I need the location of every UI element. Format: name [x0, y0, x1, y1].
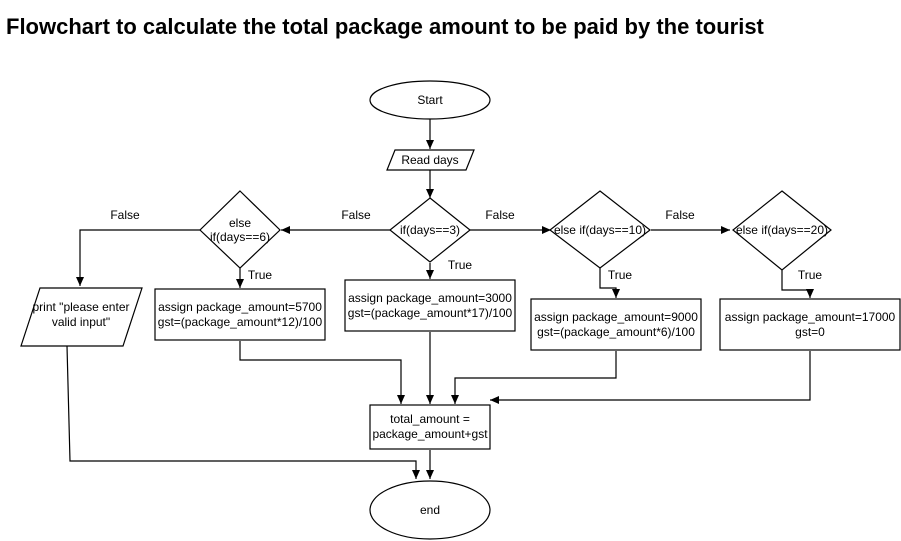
label-if6-false: False [110, 208, 140, 222]
node-else-if-days-6-line2: if(days==6) [210, 230, 270, 244]
label-if20-true: True [798, 268, 823, 282]
node-print-invalid: print "please enter valid input" [20, 287, 143, 347]
label-if3-true: True [448, 258, 473, 272]
node-else-if-days-10: else if(days==10) [549, 190, 651, 269]
edge-if6-false [76, 229, 200, 286]
node-total-line2: package_amount+gst [372, 427, 488, 441]
node-assign-20-line2: gst=0 [795, 325, 825, 339]
edge-assign20-to-total [490, 351, 811, 404]
node-if-days-3-label: if(days==3) [400, 223, 460, 237]
node-assign-6-line1: assign package_amount=5700 [158, 300, 322, 314]
node-assign-3-line1: assign package_amount=3000 [348, 291, 512, 305]
node-end-label: end [420, 503, 440, 517]
node-assign-6-line2: gst=(package_amount*12)/100 [158, 315, 323, 329]
node-total: total_amount = package_amount+gst [369, 404, 491, 450]
label-if3-false-left: False [341, 208, 371, 222]
node-assign-6: assign package_amount=5700 gst=(package_… [154, 288, 326, 341]
label-if10-true: True [608, 268, 633, 282]
node-else-if-days-20-label: else if(days==20) [736, 223, 828, 237]
node-assign-10-line1: assign package_amount=9000 [534, 310, 698, 324]
edge-assign10-to-total [451, 351, 617, 404]
node-read-days-label: Read days [401, 153, 458, 167]
label-if3-false-right: False [485, 208, 515, 222]
node-print-invalid-line1: print "please enter [33, 300, 130, 314]
node-total-line1: total_amount = [390, 412, 470, 426]
node-assign-10-line2: gst=(package_amount*6)/100 [537, 325, 695, 339]
edge-assign6-to-total [239, 341, 405, 404]
node-start-label: Start [417, 93, 443, 107]
node-else-if-days-10-label: else if(days==10) [554, 223, 646, 237]
edge-labels: False False True False True False True T… [110, 208, 822, 282]
node-else-if-days-6-line1: else [229, 216, 251, 230]
label-if10-false: False [665, 208, 695, 222]
node-assign-10: assign package_amount=9000 gst=(package_… [530, 298, 702, 351]
label-if6-true: True [248, 268, 273, 282]
edges [66, 119, 814, 479]
node-else-if-days-20: else if(days==20) [732, 190, 832, 271]
node-assign-3-line2: gst=(package_amount*17)/100 [348, 306, 513, 320]
node-start: Start [369, 80, 491, 120]
node-read-days: Read days [386, 149, 475, 171]
node-end: end [369, 480, 491, 540]
edge-print-to-end [66, 345, 420, 479]
node-print-invalid-line2: valid input" [52, 315, 110, 329]
node-else-if-days-6: else if(days==6) [199, 190, 281, 269]
edge-if10-true [599, 268, 620, 298]
edge-if20-true [781, 270, 814, 298]
page-title: Flowchart to calculate the total package… [6, 14, 764, 39]
node-assign-3: assign package_amount=3000 gst=(package_… [344, 279, 516, 332]
node-if-days-3: if(days==3) [389, 197, 471, 263]
node-assign-20-line1: assign package_amount=17000 [725, 310, 896, 324]
node-assign-20: assign package_amount=17000 gst=0 [719, 298, 901, 351]
